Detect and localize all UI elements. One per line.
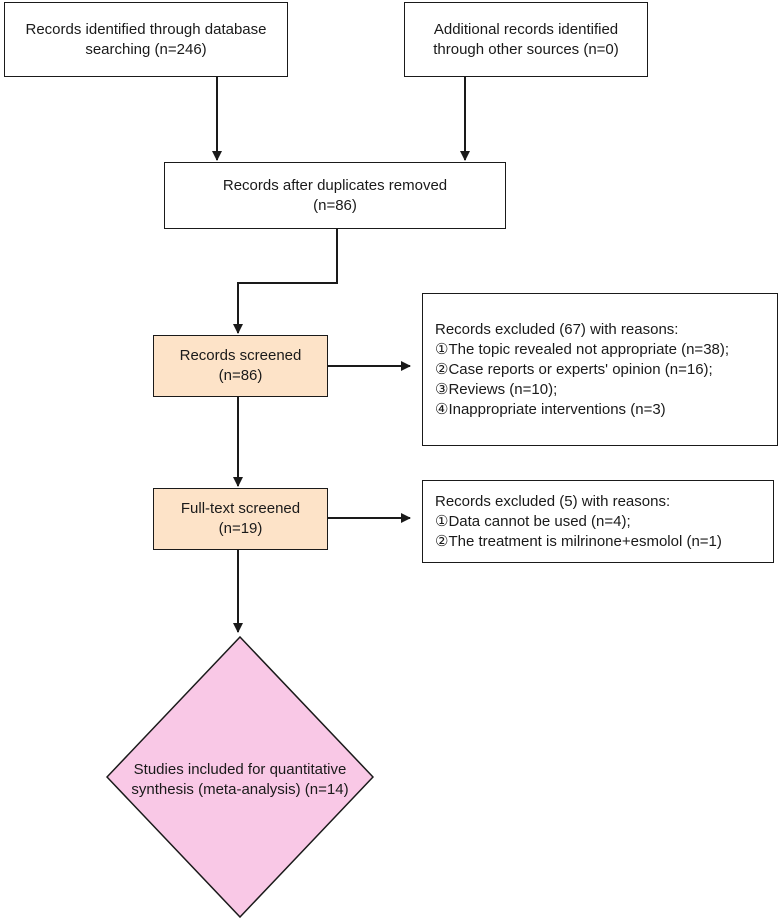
records-screened-box: Records screened (n=86) [153,335,328,397]
records-screened-line-2: (n=86) [218,367,263,384]
other-sources-box: Additional records identified through ot… [404,2,648,77]
other-sources-line-2: through other sources (n=0) [433,40,619,58]
included-diamond [106,636,374,918]
duplicates-removed-line-2: (n=86) [313,196,357,214]
arrow-duplicates-to-screened [233,229,338,334]
excluded-screening-line-2: ①The topic revealed not appropriate (n=3… [435,340,730,358]
database-search-line-2: searching (n=246) [85,40,207,58]
duplicates-removed-box: Records after duplicates removed (n=86) [164,162,506,229]
excluded-screening-line-4: ③Reviews (n=10); [435,380,558,398]
database-search-line-1: Records identified through database [25,20,267,38]
included-line-2: synthesis (meta-analysis) (n=14) [131,781,349,798]
fulltext-screened-box: Full-text screened (n=19) [153,488,328,550]
excluded-screening-box: Records excluded (67) with reasons: ①The… [422,293,778,446]
excluded-fulltext-line-2: ①Data cannot be used (n=4); [435,512,631,530]
included-line-1: Studies included for quantitative [133,761,347,778]
records-screened-line-1: Records screened [179,347,302,364]
database-search-box: Records identified through database sear… [4,2,288,77]
included-diamond-shape [106,636,374,918]
excluded-screening-line-1: Records excluded (67) with reasons: [435,320,679,338]
fulltext-screened-line-1: Full-text screened [180,500,301,517]
excluded-screening-line-3: ②Case reports or experts' opinion (n=16)… [435,360,713,378]
other-sources-line-1: Additional records identified [433,20,619,38]
excluded-fulltext-line-1: Records excluded (5) with reasons: [435,492,671,510]
included-label: Studies included for quantitative synthe… [106,760,374,800]
excluded-fulltext-line-3: ②The treatment is milrinone+esmolol (n=1… [435,532,722,550]
fulltext-screened-line-2: (n=19) [218,520,263,537]
excluded-fulltext-box: Records excluded (5) with reasons: ①Data… [422,480,774,563]
duplicates-removed-line-1: Records after duplicates removed [222,176,448,194]
excluded-screening-line-5: ④Inappropriate interventions (n=3) [435,400,666,418]
